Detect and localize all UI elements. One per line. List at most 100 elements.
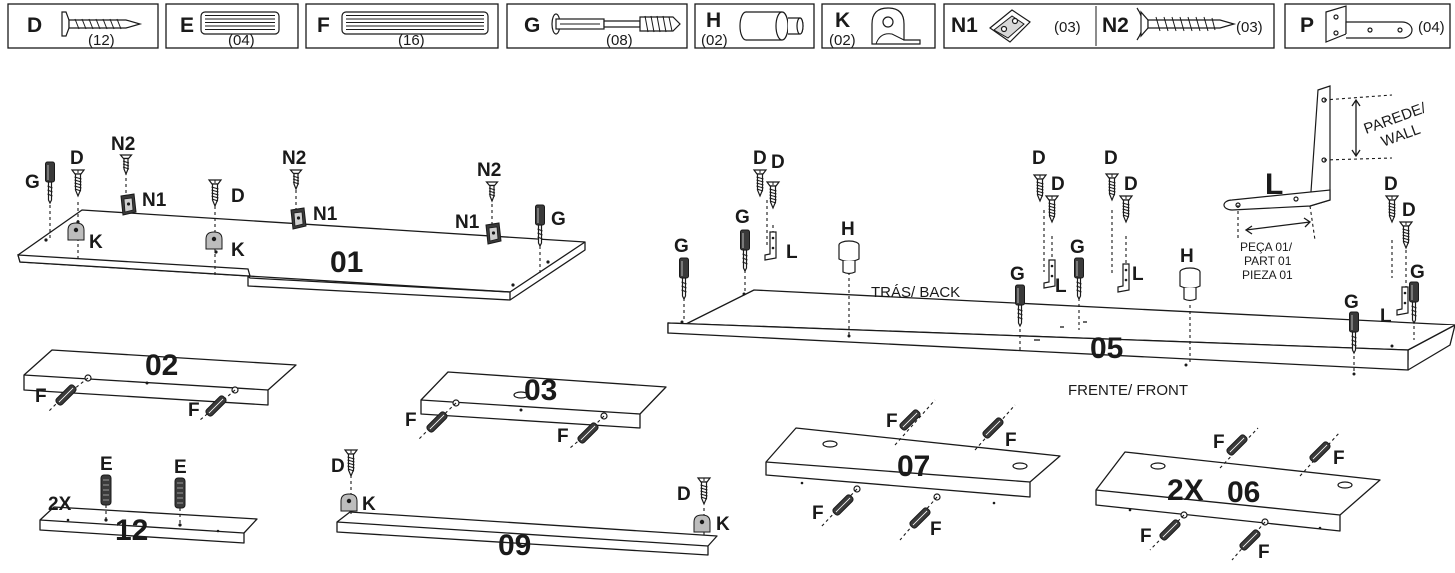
part-number-12: 12 bbox=[115, 514, 148, 547]
legend-box bbox=[7, 3, 159, 49]
callout-d: D bbox=[1032, 148, 1046, 169]
board-02 bbox=[23, 349, 297, 406]
multiplier-06: 2X bbox=[1167, 474, 1204, 507]
callout-d: D bbox=[753, 148, 767, 169]
callout-d: D bbox=[1104, 148, 1118, 169]
hardware-qty: (08) bbox=[606, 32, 633, 49]
screw-d bbox=[1105, 172, 1119, 201]
hardware-letter: F bbox=[317, 14, 330, 37]
callout-d: D bbox=[231, 186, 245, 207]
callout-k: K bbox=[231, 240, 245, 261]
hardware-item-k: K (02) bbox=[821, 3, 936, 49]
hardware-qty: (03) bbox=[1054, 19, 1081, 36]
callout-g: G bbox=[1344, 292, 1359, 313]
dowel-f bbox=[1308, 440, 1332, 464]
hardware-item-f: F (16) bbox=[305, 3, 499, 49]
callout-f: F bbox=[1213, 432, 1225, 453]
legend-box bbox=[1284, 3, 1451, 49]
callout-d: D bbox=[331, 456, 345, 477]
back-label: TRÁS/ BACK bbox=[871, 284, 960, 301]
callout-f: F bbox=[188, 400, 200, 421]
board-07 bbox=[765, 427, 1061, 505]
callout-k: K bbox=[716, 514, 730, 535]
screw-d bbox=[71, 168, 85, 197]
callout-f: F bbox=[35, 386, 47, 407]
legend-box bbox=[821, 3, 936, 49]
callout-l: L bbox=[1132, 264, 1144, 285]
cam-bolt bbox=[1408, 281, 1420, 324]
board-03 bbox=[420, 371, 667, 429]
hardware-qty: (12) bbox=[88, 32, 115, 49]
l-bracket-small bbox=[1117, 263, 1130, 293]
l-bracket-small bbox=[1396, 286, 1409, 316]
screw-d bbox=[1385, 194, 1399, 223]
large-l-bracket bbox=[1223, 85, 1331, 211]
part-number-05: 05 bbox=[1090, 332, 1123, 365]
cam-bolt bbox=[44, 161, 56, 204]
screw-d bbox=[697, 476, 711, 505]
part-06-assembly: 2X 06 F F F F bbox=[1095, 427, 1381, 563]
callout-f: F bbox=[1140, 526, 1152, 547]
legend-box bbox=[506, 3, 688, 49]
callout-d: D bbox=[1051, 174, 1065, 195]
hardware-qty: (16) bbox=[398, 32, 425, 49]
board-06 bbox=[1095, 451, 1381, 532]
callout-f: F bbox=[1333, 448, 1345, 469]
plastic-foot-icon bbox=[739, 11, 804, 41]
callout-l-large: L bbox=[1265, 168, 1283, 201]
callout-f: F bbox=[930, 519, 942, 540]
callout-k: K bbox=[362, 494, 376, 515]
legend-box bbox=[694, 3, 815, 49]
cam-bolt bbox=[739, 229, 751, 272]
shelf-clip bbox=[67, 222, 85, 241]
hardware-qty: (02) bbox=[829, 32, 856, 49]
board-05 bbox=[667, 289, 1455, 376]
screw-d bbox=[1045, 194, 1059, 223]
callout-n2: N2 bbox=[477, 160, 501, 181]
callout-e: E bbox=[174, 457, 187, 478]
screw-d bbox=[1033, 173, 1047, 202]
hardware-item-g: G (08) bbox=[506, 3, 688, 49]
callout-k: K bbox=[89, 232, 103, 253]
screw-n2 bbox=[119, 154, 133, 175]
callout-g: G bbox=[674, 236, 689, 257]
piece-label-line2: PART 01 bbox=[1244, 254, 1292, 268]
hardware-item-n: N1 (03) N2 (03) bbox=[943, 3, 1275, 49]
hardware-item-h: H (02) bbox=[694, 3, 815, 49]
dowel-f bbox=[831, 493, 855, 517]
part-number-03: 03 bbox=[524, 374, 557, 407]
part-number-01: 01 bbox=[330, 246, 363, 279]
l-bracket-small bbox=[1043, 259, 1056, 289]
callout-n2: N2 bbox=[282, 148, 306, 169]
piece-label-line1: PEÇA 01/ bbox=[1240, 240, 1293, 254]
countersunk-screw-icon bbox=[61, 11, 143, 37]
callout-f: F bbox=[1258, 542, 1270, 563]
callout-d: D bbox=[771, 152, 785, 173]
hardware-letter: N1 bbox=[951, 14, 978, 37]
cam-bolt bbox=[1073, 257, 1085, 300]
front-label: FRENTE/ FRONT bbox=[1068, 382, 1188, 399]
hardware-qty: (02) bbox=[701, 32, 728, 49]
corner-bracket-n1 bbox=[120, 193, 137, 216]
callout-d: D bbox=[70, 148, 84, 169]
callout-g: G bbox=[25, 172, 40, 193]
callout-d: D bbox=[1124, 174, 1138, 195]
shelf-clip bbox=[693, 514, 711, 533]
callout-f: F bbox=[557, 426, 569, 447]
screw-d bbox=[208, 178, 222, 207]
callout-l: L bbox=[786, 242, 798, 263]
screw-d bbox=[753, 168, 767, 197]
board-09 bbox=[336, 511, 718, 556]
hardware-qty: (04) bbox=[228, 32, 255, 49]
hardware-legend: D (12) E (04) F (16) bbox=[7, 3, 1451, 49]
callout-d: D bbox=[677, 484, 691, 505]
part-05-assembly: 05 TRÁS/ BACK FRENTE/ FRONT G G D D L H … bbox=[667, 148, 1455, 399]
part-number-06: 06 bbox=[1227, 476, 1260, 509]
screw-n2 bbox=[485, 181, 499, 202]
board-12 bbox=[39, 506, 258, 544]
callout-n1: N1 bbox=[455, 212, 480, 233]
callout-f: F bbox=[886, 411, 898, 432]
piece-label-line3: PIEZA 01 bbox=[1242, 268, 1293, 282]
screw-d bbox=[1119, 194, 1133, 223]
